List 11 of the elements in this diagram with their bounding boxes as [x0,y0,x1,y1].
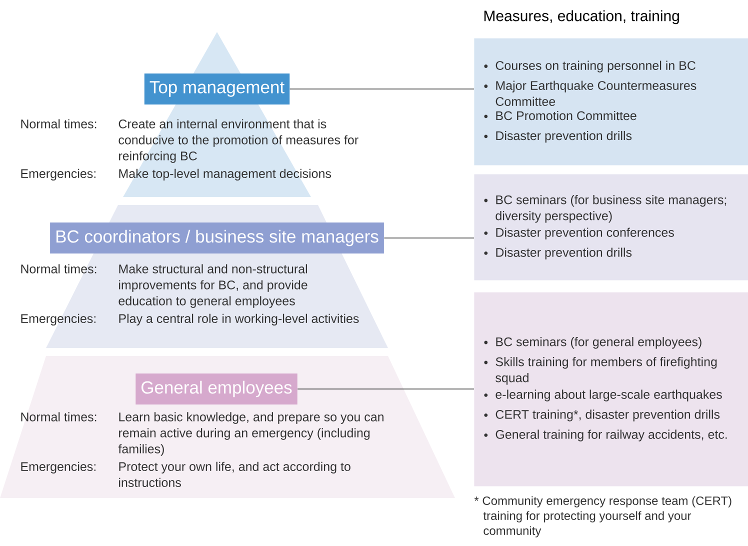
tier-heading: General employees [136,374,298,404]
measures-box: BC seminars (for general employees) Skills training for members of firefighting squad e-learning about large-scale earthquakes CERT training*, disaster prevention drills General training for railway accidents, etc. [474,292,748,486]
connector-line [289,88,474,90]
node-label: Emergencies: [21,168,96,180]
tier-heading: Top management [144,74,290,104]
node-label: Normal times: [21,119,96,128]
measures-box: Courses on training personnel in BC Major Earthquake Countermeasures Committee BC Promotion Committee Disaster prevention drills [474,38,748,166]
tier-heading: BC coordinators / business site managers [50,222,384,254]
column-heading: Measures, education, training [484,10,679,24]
connector-line [297,388,474,390]
measures-box: BC seminars (for business site managers; diversity perspective) Disaster prevention conferences Disaster prevention drills [474,174,748,280]
